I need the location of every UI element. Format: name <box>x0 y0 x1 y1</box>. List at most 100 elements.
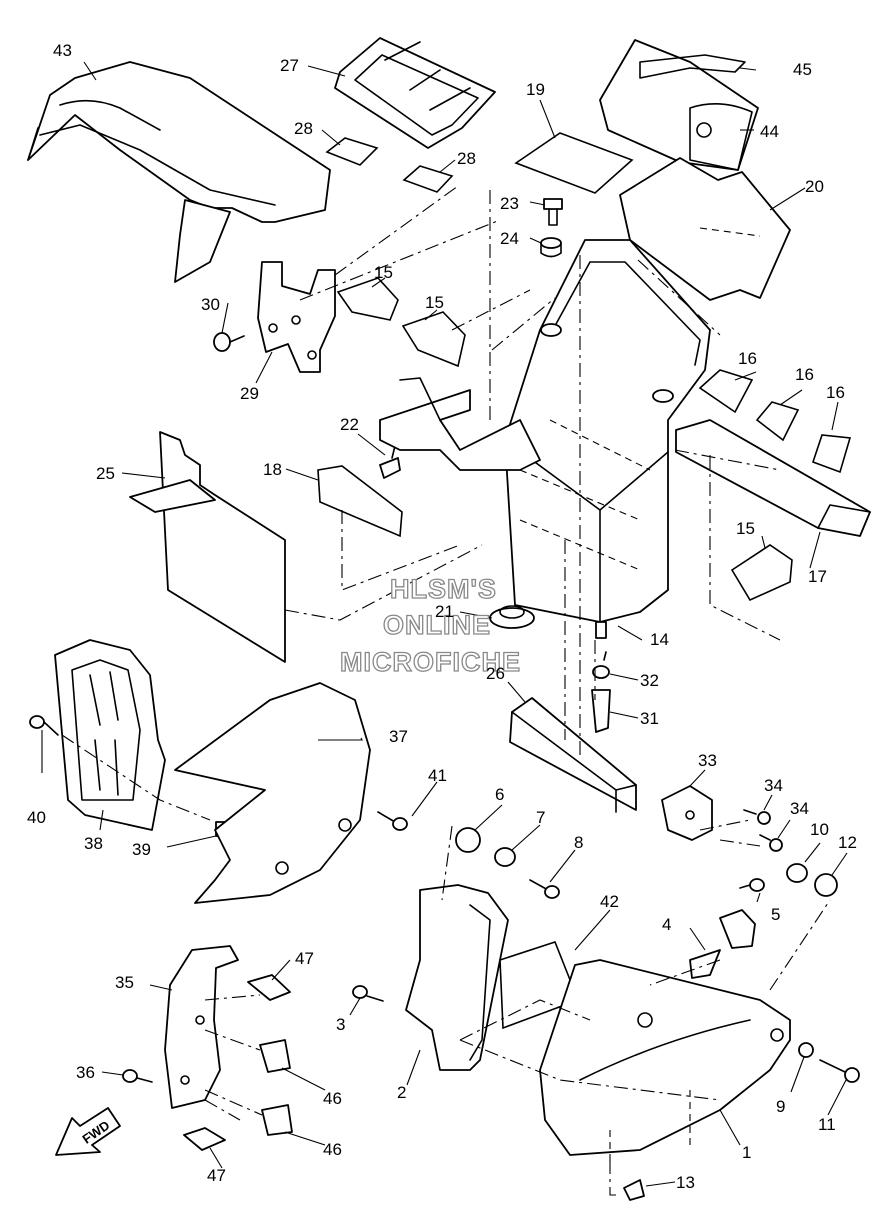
part-14-battery-box[interactable] <box>504 239 711 639</box>
callout-labels: 1 2 3 4 5 6 7 8 9 10 11 12 13 14 15 15 1… <box>27 41 857 1192</box>
callout-8: 8 <box>574 833 583 852</box>
callout-19: 19 <box>526 80 545 99</box>
callout-16-c: 16 <box>826 383 845 402</box>
callout-36: 36 <box>76 1063 95 1082</box>
leader-lines <box>41 61 848 1187</box>
part-28-pad-a[interactable] <box>325 137 379 166</box>
callout-1: 1 <box>742 1143 751 1162</box>
part-33-mount[interactable] <box>661 785 713 841</box>
callout-10: 10 <box>810 820 829 839</box>
part-47-clip-a[interactable] <box>247 974 291 1001</box>
callout-42: 42 <box>600 892 619 911</box>
part-7-collar[interactable] <box>494 847 516 867</box>
part-16-pad-b[interactable] <box>755 401 800 442</box>
callout-28-a: 28 <box>294 119 313 138</box>
part-18-pad[interactable] <box>317 465 403 538</box>
part-40-bolt[interactable] <box>29 715 59 736</box>
part-45-strap[interactable] <box>639 54 746 79</box>
part-8-bolt[interactable] <box>529 879 560 899</box>
callout-24: 24 <box>500 229 519 248</box>
part-17-foam-bar[interactable] <box>675 419 871 537</box>
part-43-cover[interactable] <box>27 61 331 283</box>
part-34-bolt-a[interactable] <box>743 809 771 825</box>
part-11-bolt[interactable] <box>819 1059 860 1083</box>
part-19-sheet[interactable] <box>514 132 634 194</box>
part-15-pad-a[interactable] <box>336 277 399 321</box>
callout-9: 9 <box>776 1097 785 1116</box>
callout-2: 2 <box>397 1083 406 1102</box>
callout-5: 5 <box>771 905 780 924</box>
callout-32: 32 <box>640 671 659 690</box>
part-25-panel[interactable] <box>129 431 286 663</box>
callout-18: 18 <box>263 460 282 479</box>
fwd-direction-arrow: FWD <box>55 1107 121 1156</box>
part-46-holder-a[interactable] <box>259 1039 291 1073</box>
part-2-bracket[interactable] <box>405 884 509 1071</box>
callout-23: 23 <box>500 194 519 213</box>
watermark-line-2: ONLINE <box>383 610 491 640</box>
callout-14: 14 <box>650 630 669 649</box>
callout-38: 38 <box>84 834 103 853</box>
callout-25: 25 <box>96 464 115 483</box>
part-3-bolt[interactable] <box>352 985 384 1002</box>
part-35-bracket[interactable] <box>164 945 239 1109</box>
part-36-bolt[interactable] <box>122 1069 153 1083</box>
part-38-grill[interactable] <box>54 639 166 831</box>
callout-26: 26 <box>486 664 505 683</box>
callout-4: 4 <box>662 915 671 934</box>
callout-22: 22 <box>340 415 359 434</box>
part-28-pad-b[interactable] <box>402 165 454 193</box>
callout-17: 17 <box>808 567 827 586</box>
part-6-grommet[interactable] <box>455 827 481 853</box>
watermark-line-1: HLSM'S <box>390 574 497 604</box>
watermark-line-3: MICROFICHE <box>340 647 521 677</box>
part-16-pad-c[interactable] <box>811 434 852 474</box>
fitting-bracket <box>719 909 756 949</box>
part-15-pad-b[interactable] <box>401 311 466 368</box>
callout-46-b: 46 <box>323 1140 342 1159</box>
part-27-tray[interactable] <box>334 37 496 149</box>
callout-47-b: 47 <box>207 1166 226 1185</box>
part-30-clip[interactable] <box>213 332 245 352</box>
part-15-pad-c[interactable] <box>730 544 793 602</box>
box-mount-bracket <box>379 377 541 471</box>
part-26-foam-block[interactable] <box>509 697 637 813</box>
part-29-bracket[interactable] <box>257 261 336 373</box>
part-37-side-cover[interactable] <box>174 682 371 904</box>
part-41-bolt[interactable] <box>377 811 408 831</box>
part-12-grommet[interactable] <box>814 873 838 897</box>
callout-3: 3 <box>336 1015 345 1034</box>
part-1-side-cover[interactable] <box>539 959 791 1165</box>
part-31-hose[interactable] <box>591 689 611 733</box>
callout-31: 31 <box>640 709 659 728</box>
part-32-clamp[interactable] <box>592 651 610 679</box>
part-34-bolt-b[interactable] <box>759 834 783 852</box>
part-16-pad-a[interactable] <box>698 369 754 414</box>
callout-15-a: 15 <box>374 263 393 282</box>
callout-33: 33 <box>698 751 717 770</box>
watermark: HLSM'S ONLINE MICROFICHE <box>339 573 521 677</box>
part-22-connector[interactable] <box>379 445 401 479</box>
callout-15-b: 15 <box>425 293 444 312</box>
part-23-bolt[interactable] <box>543 198 563 226</box>
part-10-collar[interactable] <box>786 863 808 883</box>
callout-16-b: 16 <box>795 365 814 384</box>
callout-28-b: 28 <box>457 149 476 168</box>
callout-37: 37 <box>389 727 408 746</box>
callout-40: 40 <box>27 808 46 827</box>
callout-21: 21 <box>435 602 454 621</box>
callout-30: 30 <box>201 295 220 314</box>
part-13-clip[interactable] <box>623 1179 645 1201</box>
callout-47-a: 47 <box>295 949 314 968</box>
callout-34-b: 34 <box>790 799 809 818</box>
part-24-collar[interactable] <box>540 237 562 258</box>
part-9-washer[interactable] <box>798 1042 814 1058</box>
part-4-damper[interactable] <box>689 949 721 979</box>
callout-27: 27 <box>280 56 299 75</box>
part-5-bolt[interactable] <box>739 878 765 892</box>
callout-39: 39 <box>132 840 151 859</box>
part-46-holder-b[interactable] <box>261 1104 293 1136</box>
part-47-clip-b[interactable] <box>183 1127 226 1151</box>
part-21-grommet[interactable] <box>489 605 535 629</box>
